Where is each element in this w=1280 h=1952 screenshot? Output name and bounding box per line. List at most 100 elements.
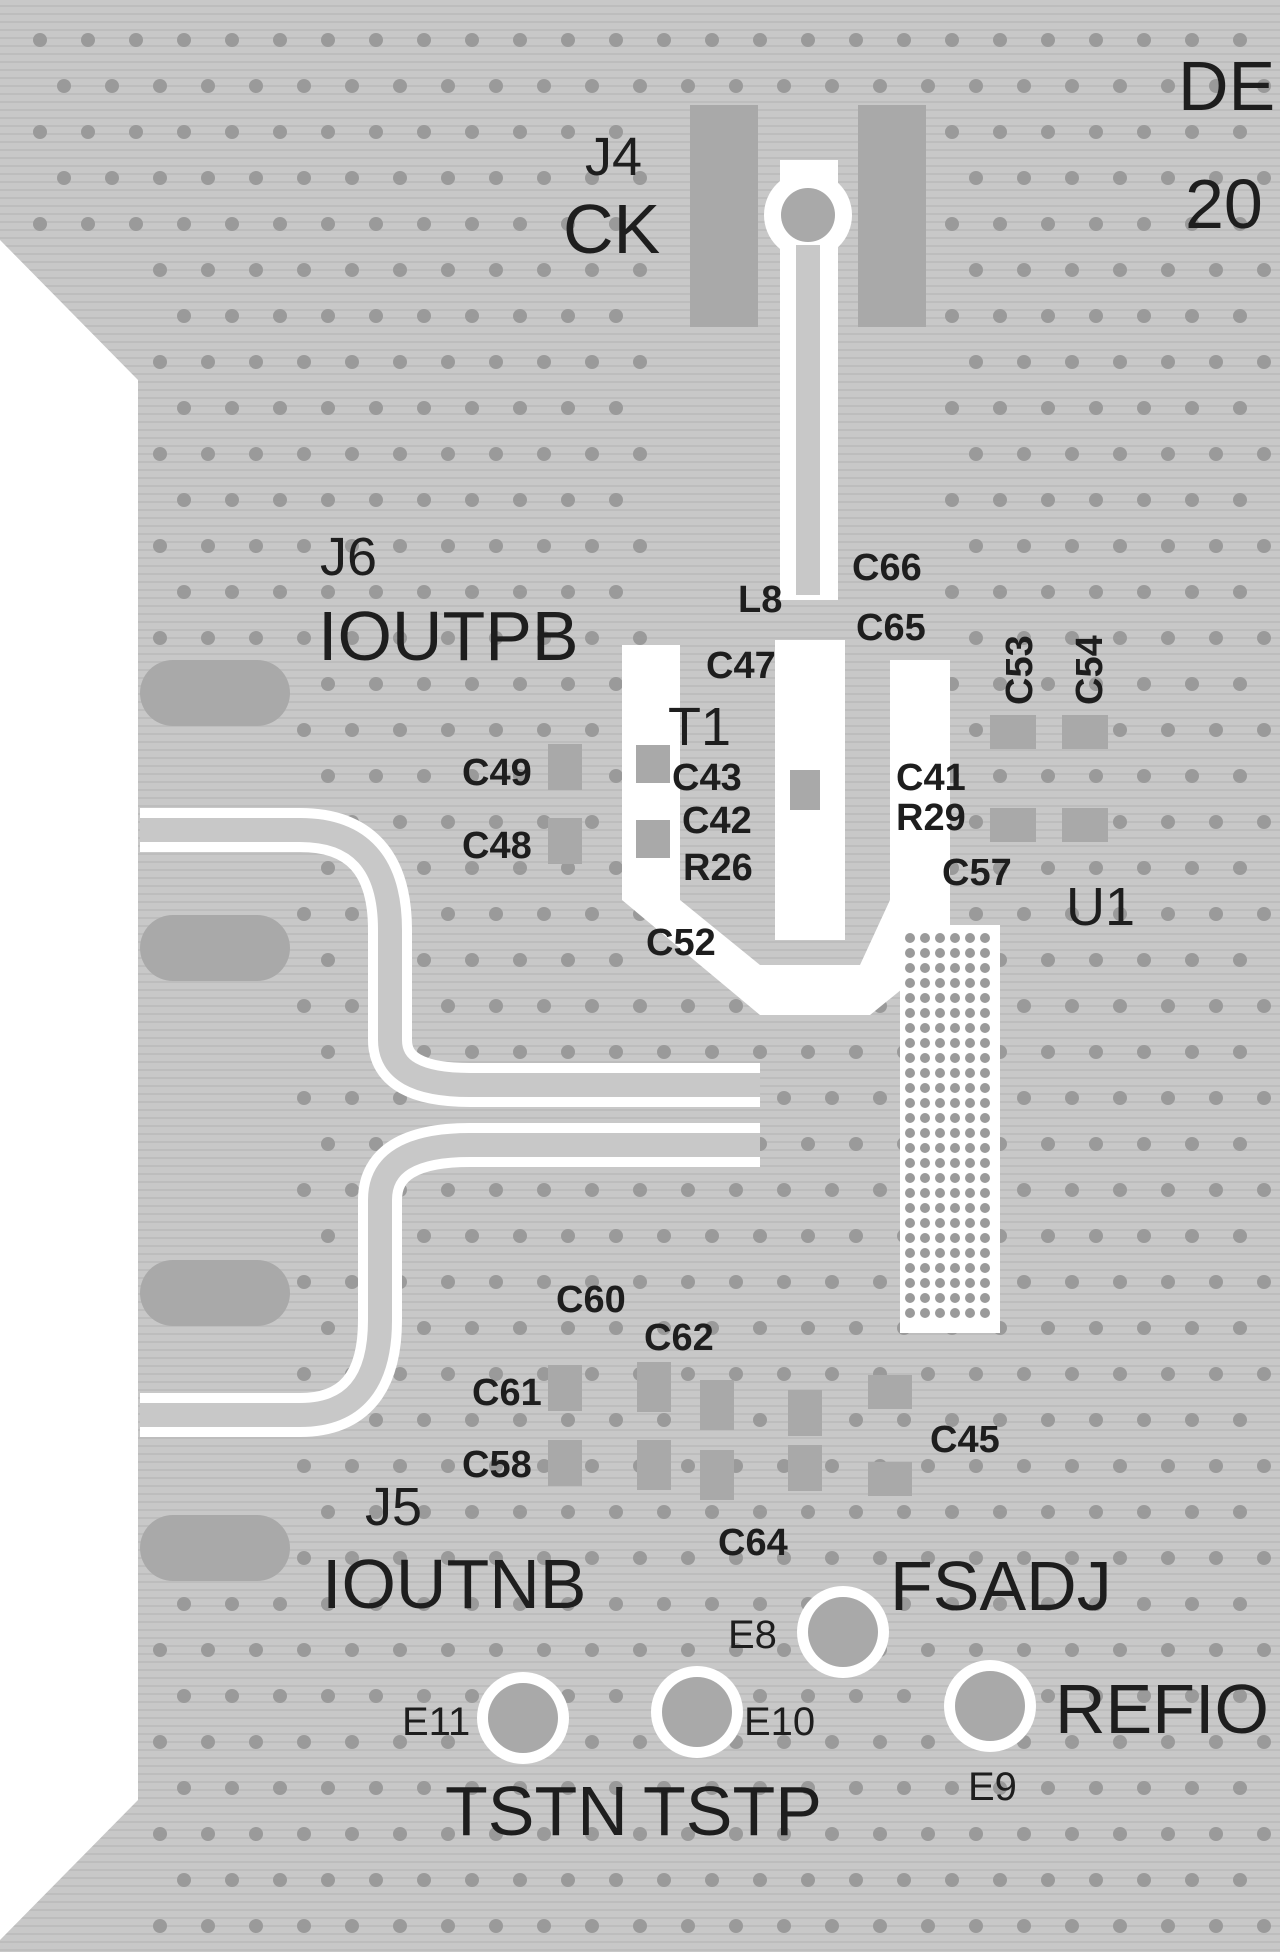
via [801,1689,815,1703]
u1-via [965,1293,975,1303]
via [1233,1045,1247,1059]
via [321,1873,335,1887]
c62-pad-a [637,1362,671,1412]
u1-via [950,1113,960,1123]
via [417,769,431,783]
via [369,1873,383,1887]
via [1113,263,1127,277]
u1-via [935,993,945,1003]
via [705,33,719,47]
u1-via [950,1128,960,1138]
via [849,1781,863,1795]
via [273,1781,287,1795]
via [609,1873,623,1887]
via [1257,907,1271,921]
via [945,125,959,139]
u1-via [935,963,945,973]
via [1161,1919,1175,1933]
via [201,79,215,93]
via [1065,1367,1079,1381]
via [489,355,503,369]
via [297,263,311,277]
via [1161,263,1175,277]
via [1089,585,1103,599]
via [369,1413,383,1427]
via [177,401,191,415]
u1-via [935,948,945,958]
u1-via [935,1068,945,1078]
via [633,447,647,461]
via [393,539,407,553]
via [1017,1459,1031,1473]
u1-via [965,948,975,958]
via [1233,125,1247,139]
via [225,125,239,139]
via [921,1919,935,1933]
via [1041,953,1055,967]
via [249,263,263,277]
u1-via [950,1008,960,1018]
u1-via [950,1263,960,1273]
via [849,1413,863,1427]
via [1233,769,1247,783]
via [1017,1091,1031,1105]
via [969,1367,983,1381]
u1-via [950,1143,960,1153]
via [585,171,599,185]
via [345,1459,359,1473]
via [393,1643,407,1657]
via [1113,631,1127,645]
via [777,1827,791,1841]
via [1161,1367,1175,1381]
via [1209,1919,1223,1933]
via [1161,1643,1175,1657]
via [537,815,551,829]
via [201,355,215,369]
u1-via [965,1038,975,1048]
label-u1: U1 [1066,877,1135,937]
via [417,125,431,139]
u1-via [965,963,975,973]
via [825,1919,839,1933]
via [705,1873,719,1887]
via [417,677,431,691]
via [825,79,839,93]
output-traces [140,808,760,1437]
via [1017,1183,1031,1197]
test-points [477,1586,1036,1764]
c58-pads [548,1440,582,1486]
via [993,1413,1007,1427]
via [897,1413,911,1427]
via [705,1597,719,1611]
via [1233,1321,1247,1335]
via [1257,171,1271,185]
via [225,401,239,415]
label-c53: C53 [999,635,1041,705]
u1-via [965,1068,975,1078]
via [1017,1551,1031,1565]
via [273,401,287,415]
u1-via [905,1053,915,1063]
via [489,1275,503,1289]
via [1209,1735,1223,1749]
via [1065,1459,1079,1473]
via [513,861,527,875]
label-c57: C57 [942,852,1012,894]
u1-via [950,1098,960,1108]
via [993,861,1007,875]
via [753,1597,767,1611]
via [1233,1689,1247,1703]
via [897,1505,911,1519]
via [1161,631,1175,645]
u1-via [980,1173,990,1183]
via [897,1597,911,1611]
u1-via [950,1053,960,1063]
via [297,1275,311,1289]
via [1017,1827,1031,1841]
via [81,217,95,231]
via [273,1689,287,1703]
via [1209,1183,1223,1197]
via [1185,1505,1199,1519]
u1-via [905,963,915,973]
via [753,1229,767,1243]
